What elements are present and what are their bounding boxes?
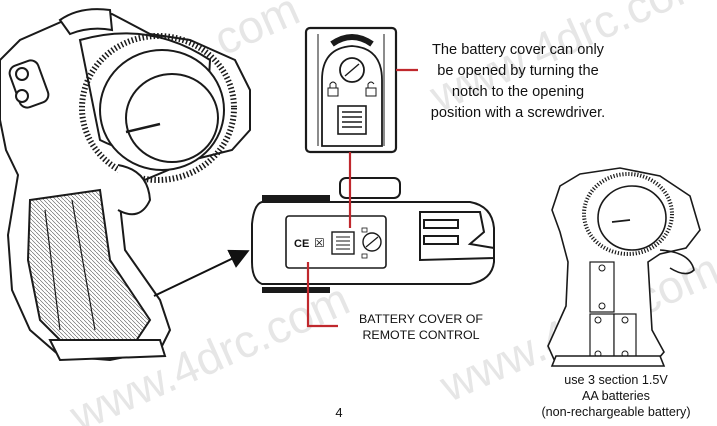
transmitter-large xyxy=(0,8,251,362)
battery-cover-note: The battery cover can only be opened by … xyxy=(408,40,628,124)
battery-cover-caption: BATTERY COVER OF REMOTE CONTROL xyxy=(346,311,496,343)
lock-open-icon xyxy=(365,81,377,97)
lock-closed-icon xyxy=(327,81,339,97)
transmitter-side-view xyxy=(251,177,495,293)
caption-line: REMOTE CONTROL xyxy=(362,328,480,342)
pointer-arrow xyxy=(153,249,250,297)
note-line: The battery cover can only xyxy=(432,42,604,58)
caption-line: (non-rechargeable battery) xyxy=(541,405,691,419)
note-line: notch to the opening xyxy=(451,84,585,100)
caption-line: AA batteries xyxy=(582,389,650,403)
transmitter-small xyxy=(547,167,701,367)
caption-line: use 3 section 1.5V xyxy=(564,373,668,387)
page-number: 4 xyxy=(335,405,343,420)
callout-lines xyxy=(306,68,418,328)
ce-mark-icon: CE xyxy=(294,238,309,250)
caption-line: BATTERY COVER OF xyxy=(359,312,483,326)
battery-requirement-caption: use 3 section 1.5V AA batteries (non-rec… xyxy=(516,372,716,420)
note-line: be opened by turning the xyxy=(437,63,599,79)
cover-detail-zoom xyxy=(304,26,398,154)
weee-bin-icon: ☒ xyxy=(314,236,325,250)
note-line: position with a screwdriver. xyxy=(430,105,606,121)
